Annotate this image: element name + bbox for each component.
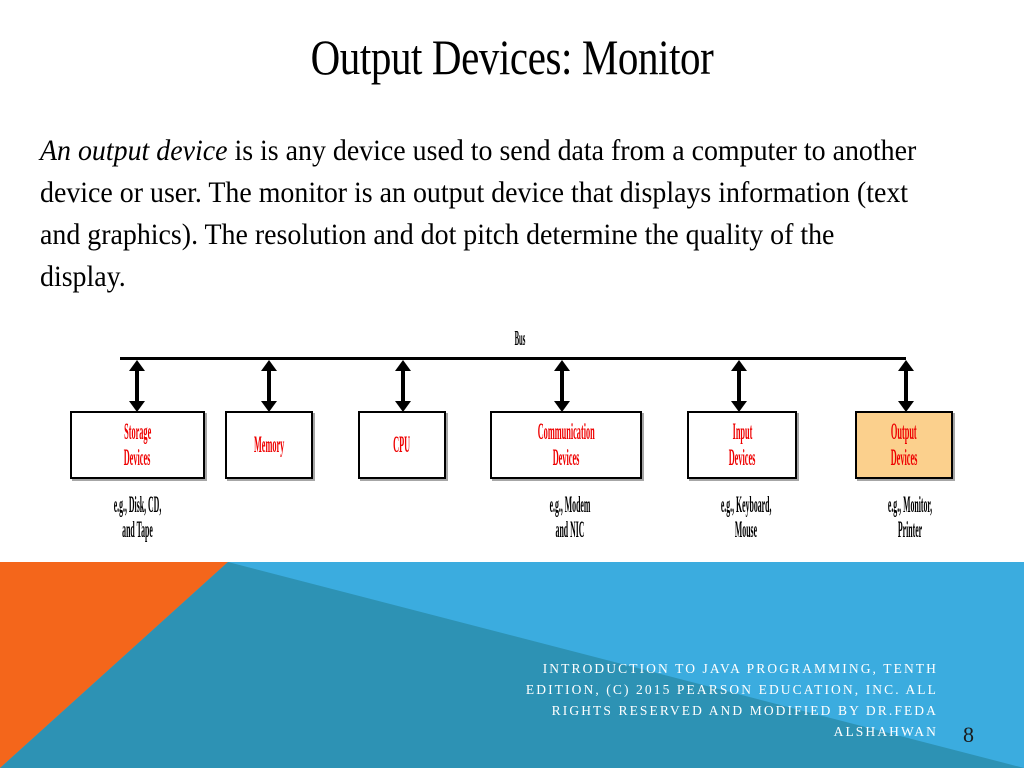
diagram-box-cpu[interactable]: CPU xyxy=(358,411,446,479)
footer-line-1: INTRODUCTION TO JAVA PROGRAMMING, TENTH xyxy=(542,661,938,676)
diagram-box-input-devices[interactable]: Input Devices xyxy=(687,411,797,479)
arrow-head-up-icon xyxy=(129,360,145,371)
diagram-box-label-line1: Input xyxy=(732,419,752,444)
arrow-head-up-icon xyxy=(554,360,570,371)
arrow-head-up-icon xyxy=(731,360,747,371)
arrow-shaft xyxy=(135,368,139,404)
body-rest: is is any device used to send data from … xyxy=(40,134,917,293)
arrow-head-down-icon xyxy=(731,401,747,412)
diagram-box-communication-devices[interactable]: Communication Devices xyxy=(490,411,642,479)
diagram-box-label-line1: Communication xyxy=(537,419,595,444)
bus-arrow-input-devices xyxy=(730,360,748,412)
arrow-head-up-icon xyxy=(261,360,277,371)
arrow-shaft xyxy=(904,368,908,404)
diagram-caption-communication-devices: e.g., Modem and NIC xyxy=(495,492,645,542)
caption-line1: e.g., Modem xyxy=(549,492,591,517)
caption-line1: e.g., Monitor, xyxy=(887,492,933,517)
bus-arrow-memory xyxy=(260,360,278,412)
arrow-shaft xyxy=(401,368,405,404)
bus-line xyxy=(120,357,906,360)
diagram-box-label-line1: CPU xyxy=(393,432,411,457)
footer-shapes xyxy=(0,562,1024,768)
arrow-head-down-icon xyxy=(129,401,145,412)
footer-line-3: RIGHTS RESERVED AND MODIFIED BY DR.FEDA xyxy=(551,703,938,718)
bus-arrow-output-devices xyxy=(897,360,915,412)
caption-line1: e.g., Disk, CD, xyxy=(113,492,162,517)
diagram-box-label-line2: Devices xyxy=(552,445,580,470)
bus-label: Bus xyxy=(514,326,526,350)
arrow-head-up-icon xyxy=(898,360,914,371)
diagram-caption-output-devices: e.g., Monitor, Printer xyxy=(836,492,984,542)
diagram-box-output-devices[interactable]: Output Devices xyxy=(855,411,953,479)
body-paragraph: An output device is is any device used t… xyxy=(40,130,919,298)
arrow-head-down-icon xyxy=(554,401,570,412)
diagram-box-label-line2: Devices xyxy=(728,445,756,470)
diagram-box-memory[interactable]: Memory xyxy=(225,411,313,479)
footer-credit-text: INTRODUCTION TO JAVA PROGRAMMING, TENTH … xyxy=(378,658,938,742)
caption-line2: and NIC xyxy=(555,517,585,542)
arrow-shaft xyxy=(267,368,271,404)
footer-line-2: EDITION, (C) 2015 PEARSON EDUCATION, INC… xyxy=(525,682,938,697)
arrow-head-down-icon xyxy=(395,401,411,412)
arrow-head-down-icon xyxy=(898,401,914,412)
caption-line2: Printer xyxy=(897,517,923,542)
diagram-box-label-line1: Output xyxy=(891,419,917,444)
diagram-box-label-line1: Storage xyxy=(123,419,152,444)
caption-line1: e.g., Keyboard, xyxy=(720,492,772,517)
arrow-shaft xyxy=(737,368,741,404)
footer-line-4: ALSHAHWAN xyxy=(833,724,938,739)
diagram-caption-input-devices: e.g., Keyboard, Mouse xyxy=(672,492,820,542)
diagram-box-label-line2: Devices xyxy=(890,445,918,470)
bus-arrow-cpu xyxy=(394,360,412,412)
footer-decorative-band: INTRODUCTION TO JAVA PROGRAMMING, TENTH … xyxy=(0,562,1024,768)
body-emphasis: An output device xyxy=(40,134,228,167)
diagram-box-storage-devices[interactable]: Storage Devices xyxy=(70,411,205,479)
footer-teal-triangle xyxy=(0,562,1024,768)
arrow-head-up-icon xyxy=(395,360,411,371)
page-number: 8 xyxy=(963,722,974,747)
diagram-caption-storage-devices: e.g., Disk, CD, and Tape xyxy=(60,492,215,542)
page-title: Output Devices: Monitor xyxy=(310,29,714,85)
arrow-head-down-icon xyxy=(261,401,277,412)
caption-line2: Mouse xyxy=(734,517,758,542)
diagram-box-label-line2: Devices xyxy=(124,445,151,470)
caption-line2: and Tape xyxy=(122,517,153,542)
bus-arrow-storage-devices xyxy=(128,360,146,412)
arrow-shaft xyxy=(560,368,564,404)
diagram-box-label-line1: Memory xyxy=(253,432,285,457)
bus-arrow-communication-devices xyxy=(553,360,571,412)
